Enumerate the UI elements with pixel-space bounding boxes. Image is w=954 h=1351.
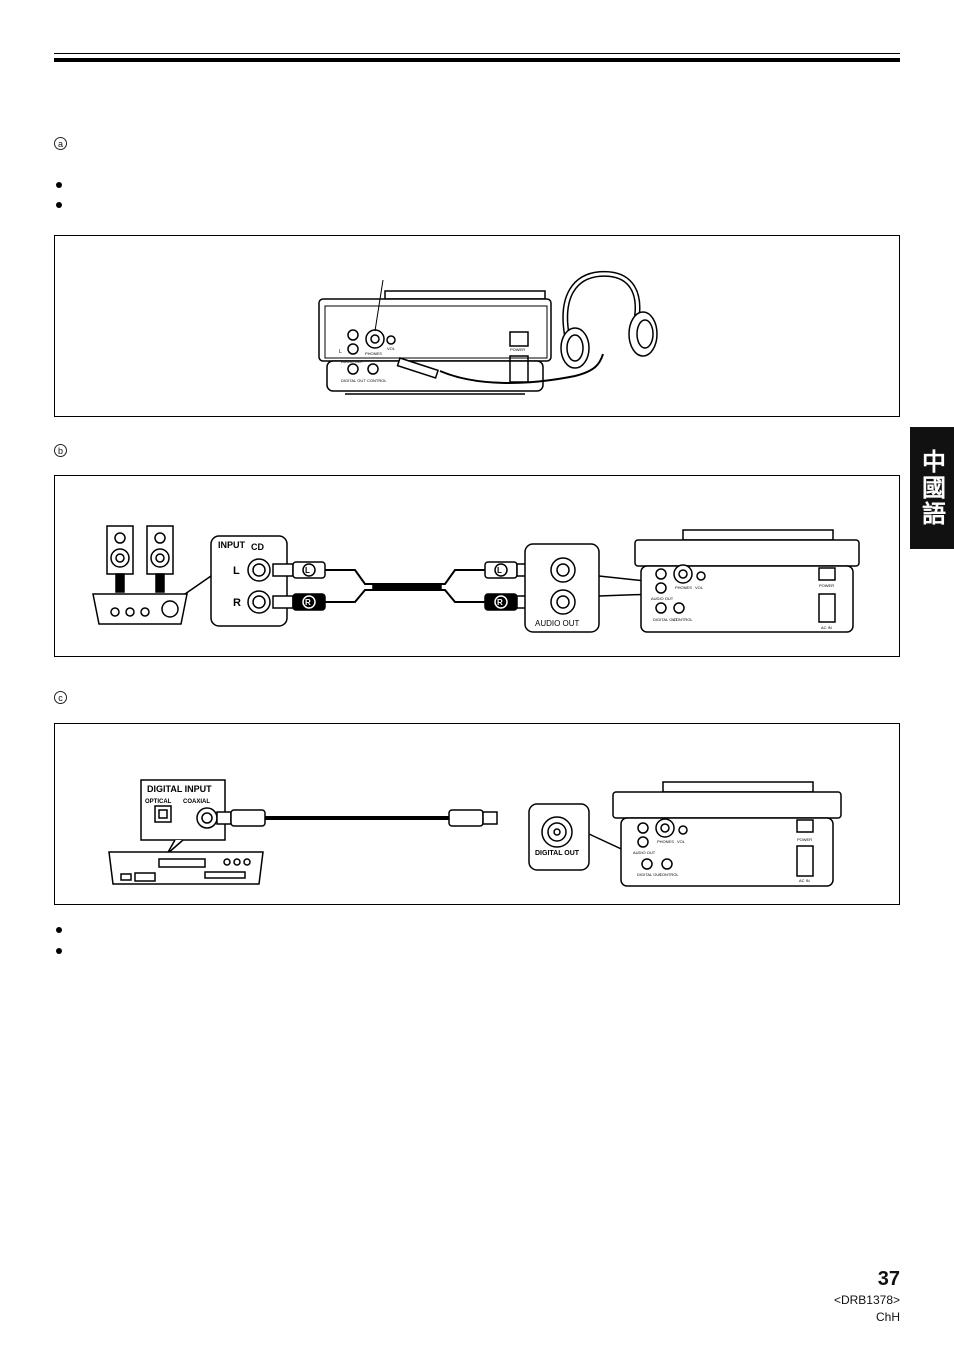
figure-b-illustration: INPUT CD L R L L R R [92, 525, 860, 633]
label-power: POWER [819, 583, 834, 588]
label-digital-out: DIGITAL OUT [653, 617, 678, 622]
label-l: L [339, 349, 342, 355]
bullet-point [56, 202, 62, 208]
label-phones: PHONES [657, 839, 674, 844]
coaxial-cable [216, 809, 498, 827]
label-vol: VOL [677, 839, 686, 844]
audio-out-label: AUDIO OUT [535, 619, 580, 628]
plug-left-label-2: L [497, 566, 502, 575]
header-rule-thin [54, 53, 900, 54]
amp-left-label: L [233, 565, 240, 577]
digital-out-panel [528, 803, 646, 871]
figure-c-digital-connection: DIGITAL INPUT OPTICAL COAXIAL DIGITAL OU… [54, 723, 900, 905]
digital-out-label: DIGITAL OUT [535, 850, 580, 857]
label-vol: VOL [387, 346, 396, 351]
label-control: CONTROL [367, 378, 387, 383]
headphone-plug [396, 353, 604, 384]
digital-input-panel [140, 779, 226, 855]
amp-right-label: R [233, 597, 241, 609]
plug-right-label-2: R [497, 598, 503, 607]
label-audio-out: AUDIO OUT [341, 359, 364, 364]
headphones-icon [560, 270, 658, 369]
callout-line [374, 279, 384, 332]
bullet-point [56, 927, 62, 933]
language-side-tab: 中國語 [910, 427, 954, 549]
plug-right-label-1: R [305, 598, 311, 607]
coaxial-label: COAXIAL [183, 799, 210, 805]
player-rear-panel [612, 781, 842, 887]
rca-cable [272, 561, 538, 611]
amp-input-label: INPUT [218, 540, 246, 550]
label-power: POWER [797, 837, 812, 842]
player-rear-panel [634, 529, 860, 633]
label-audio-out: AUDIO OUT [651, 596, 674, 601]
language-side-tab-label: 中國語 [917, 449, 946, 527]
label-control: CONTROL [673, 617, 693, 622]
figure-a-illustration: L PHONES VOL AUDIO OUT DIGITAL OUT CONTR… [318, 270, 658, 395]
label-digital-out: DIGITAL OUT [341, 378, 366, 383]
plug-left-label-1: L [305, 566, 310, 575]
label-ac-in: AC IN [799, 878, 810, 883]
section-marker-a: a [54, 137, 67, 150]
section-marker-c: c [54, 691, 67, 704]
label-phones: PHONES [365, 351, 382, 356]
page-number: 37 [877, 1268, 900, 1290]
speakers-icon [106, 525, 174, 593]
amp-input-panel [184, 535, 288, 627]
amplifier-icon [92, 593, 188, 625]
label-power: POWER [510, 347, 525, 352]
figure-c-illustration: DIGITAL INPUT OPTICAL COAXIAL DIGITAL OU… [108, 779, 842, 887]
document-code: <DRB1378> [833, 1293, 900, 1307]
label-ac-in: AC IN [821, 625, 832, 630]
label-digital-out: DIGITAL OUT [637, 872, 662, 877]
header-rule-thick [54, 58, 900, 62]
audio-out-panel [524, 543, 656, 633]
figure-b-analog-connection: INPUT CD L R L L R R [54, 475, 900, 657]
label-vol: VOL [695, 585, 704, 590]
receiver-unit-icon [108, 851, 264, 885]
label-control: CONTROL [659, 872, 679, 877]
bullet-point [56, 948, 62, 954]
optical-label: OPTICAL [145, 799, 172, 805]
label-phones: PHONES [675, 585, 692, 590]
document-language-code: ChH [875, 1310, 900, 1324]
figure-a-headphones-connection: L PHONES VOL AUDIO OUT DIGITAL OUT CONTR… [54, 235, 900, 417]
section-marker-b: b [54, 444, 67, 457]
player-rear-panel [318, 290, 552, 395]
amp-cd-label: CD [251, 542, 264, 552]
bullet-point [56, 182, 62, 188]
digital-input-label: DIGITAL INPUT [147, 784, 212, 794]
label-audio-out: AUDIO OUT [633, 850, 656, 855]
